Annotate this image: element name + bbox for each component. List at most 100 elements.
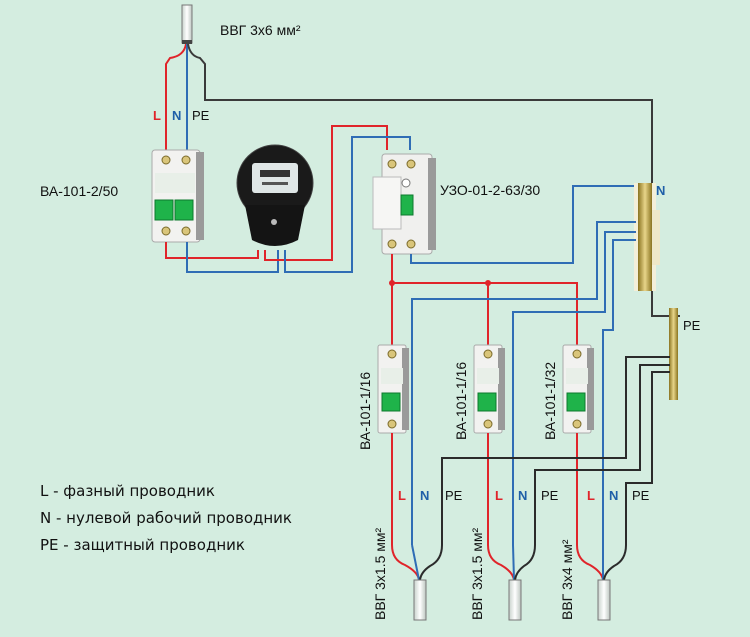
branch-breaker-3[interactable] [562, 344, 594, 434]
terminal-screw-icon [387, 239, 397, 249]
cable-sheath [508, 579, 522, 621]
cable-sheath [597, 579, 611, 621]
legend: L - фазный проводник N - нулевой рабочий… [40, 478, 292, 559]
input-cable-end [182, 40, 192, 44]
branch-breaker-label-plate [381, 368, 403, 384]
wire-pe [419, 544, 443, 581]
input-wire-pe [187, 43, 680, 317]
branch-breaker-toggle[interactable] [477, 392, 497, 412]
wire-l [165, 242, 259, 259]
branch-breaker-side [498, 348, 505, 430]
input-label-pe: PE [192, 108, 210, 123]
terminal-screw-icon [483, 419, 493, 429]
branch-breaker-3-label: ВА-101-1/32 [542, 362, 558, 440]
output-cable-2-label: ВВГ 3х1.5 мм² [469, 527, 485, 620]
branch-breaker-side [402, 348, 409, 430]
branch-1-label-n: N [420, 488, 429, 503]
wire-l [576, 544, 604, 581]
terminal-screw-icon [161, 226, 171, 236]
branch-breaker-2-label: ВА-101-1/16 [453, 362, 469, 440]
wire-n [512, 231, 636, 345]
meter-counter [260, 170, 290, 177]
branch-breaker-side [587, 348, 594, 430]
wire-pe [534, 364, 670, 545]
branch-breaker-2[interactable] [473, 344, 505, 434]
branch-2-label-n: N [518, 488, 527, 503]
wire-n [602, 239, 636, 345]
pe-bus-label: PE [683, 318, 701, 333]
input-wire-l [165, 43, 187, 150]
wire-pe [441, 356, 670, 545]
branch-1-label-pe: PE [445, 488, 463, 503]
output-cable-2 [487, 544, 536, 621]
branch-breaker-1-label: ВА-101-1/16 [357, 372, 373, 450]
terminal-screw-icon [181, 155, 191, 165]
terminal-screw-icon [483, 349, 493, 359]
main-breaker-toggle[interactable] [154, 199, 174, 221]
branch-breaker-toggle[interactable] [381, 392, 401, 412]
meter-disc [262, 182, 288, 185]
wire-n [284, 136, 411, 273]
electricity-meter [236, 144, 314, 246]
rcd-device[interactable] [372, 153, 436, 255]
main-breaker-toggle[interactable] [174, 199, 194, 221]
wire-n [512, 544, 515, 581]
terminal-screw-icon [387, 419, 397, 429]
rcd-label: УЗО-01-2-63/30 [440, 182, 540, 198]
pe-bus-bar [669, 308, 678, 400]
main-breaker-body [151, 149, 201, 243]
branch-3-label-pe: PE [632, 488, 650, 503]
branch-2-label-pe: PE [541, 488, 559, 503]
terminal-screw-icon [572, 349, 582, 359]
branch-breaker-label-plate [566, 368, 588, 384]
meter-base [245, 205, 305, 246]
branch-1-label-l: L [398, 488, 406, 503]
output-cable-3 [576, 544, 627, 621]
input-cable [181, 4, 193, 44]
main-breaker-label-plate [155, 173, 195, 193]
terminal-screw-icon [387, 159, 397, 169]
wire-l [264, 125, 388, 261]
output-cable-1-label: ВВГ 3х1.5 мм² [372, 527, 388, 620]
main-breaker[interactable] [151, 149, 204, 243]
neutral-bus-mount [652, 210, 660, 265]
terminal-screw-icon [572, 419, 582, 429]
wire-pe [514, 544, 536, 581]
neutral-bus-label: N [656, 183, 665, 198]
meter-display [252, 163, 298, 193]
branch-2-label-l: L [495, 488, 503, 503]
rcd-front-plate [372, 176, 402, 230]
legend-item-n: N - нулевой рабочий проводник [40, 509, 292, 527]
branch-breaker-toggle[interactable] [566, 392, 586, 412]
output-cable-1 [391, 544, 443, 621]
terminal-screw-icon [181, 226, 191, 236]
rcd-toggle[interactable] [400, 194, 414, 216]
input-label-n: N [172, 108, 181, 123]
neutral-bus [634, 183, 660, 291]
main-breaker-label: ВА-101-2/50 [40, 183, 118, 199]
terminal-screw-icon [406, 239, 416, 249]
junction-dot [389, 280, 395, 286]
main-breaker-side [196, 152, 204, 240]
branch-3-label-l: L [587, 488, 595, 503]
wire-n-to-bus [410, 185, 636, 264]
terminal-screw-icon [406, 159, 416, 169]
junction-dot [485, 280, 491, 286]
wire-pe [625, 371, 670, 545]
test-button-icon[interactable] [401, 178, 411, 188]
legend-item-l: L - фазный проводник [40, 482, 215, 500]
neutral-bus-bar [638, 183, 652, 291]
wire-n [411, 544, 420, 581]
wire-pe [603, 544, 627, 581]
rcd-side [428, 158, 436, 250]
branch-breaker-label-plate [477, 368, 499, 384]
wire-l [487, 544, 515, 581]
phase-bus-wire [392, 282, 578, 345]
terminal-screw-icon [161, 155, 171, 165]
wire-n [411, 221, 636, 345]
terminal-screw-icon [387, 349, 397, 359]
branch-breaker-1[interactable] [377, 344, 409, 434]
output-cable-3-label: ВВГ 3х4 мм² [559, 539, 575, 620]
seal-icon [271, 219, 277, 225]
